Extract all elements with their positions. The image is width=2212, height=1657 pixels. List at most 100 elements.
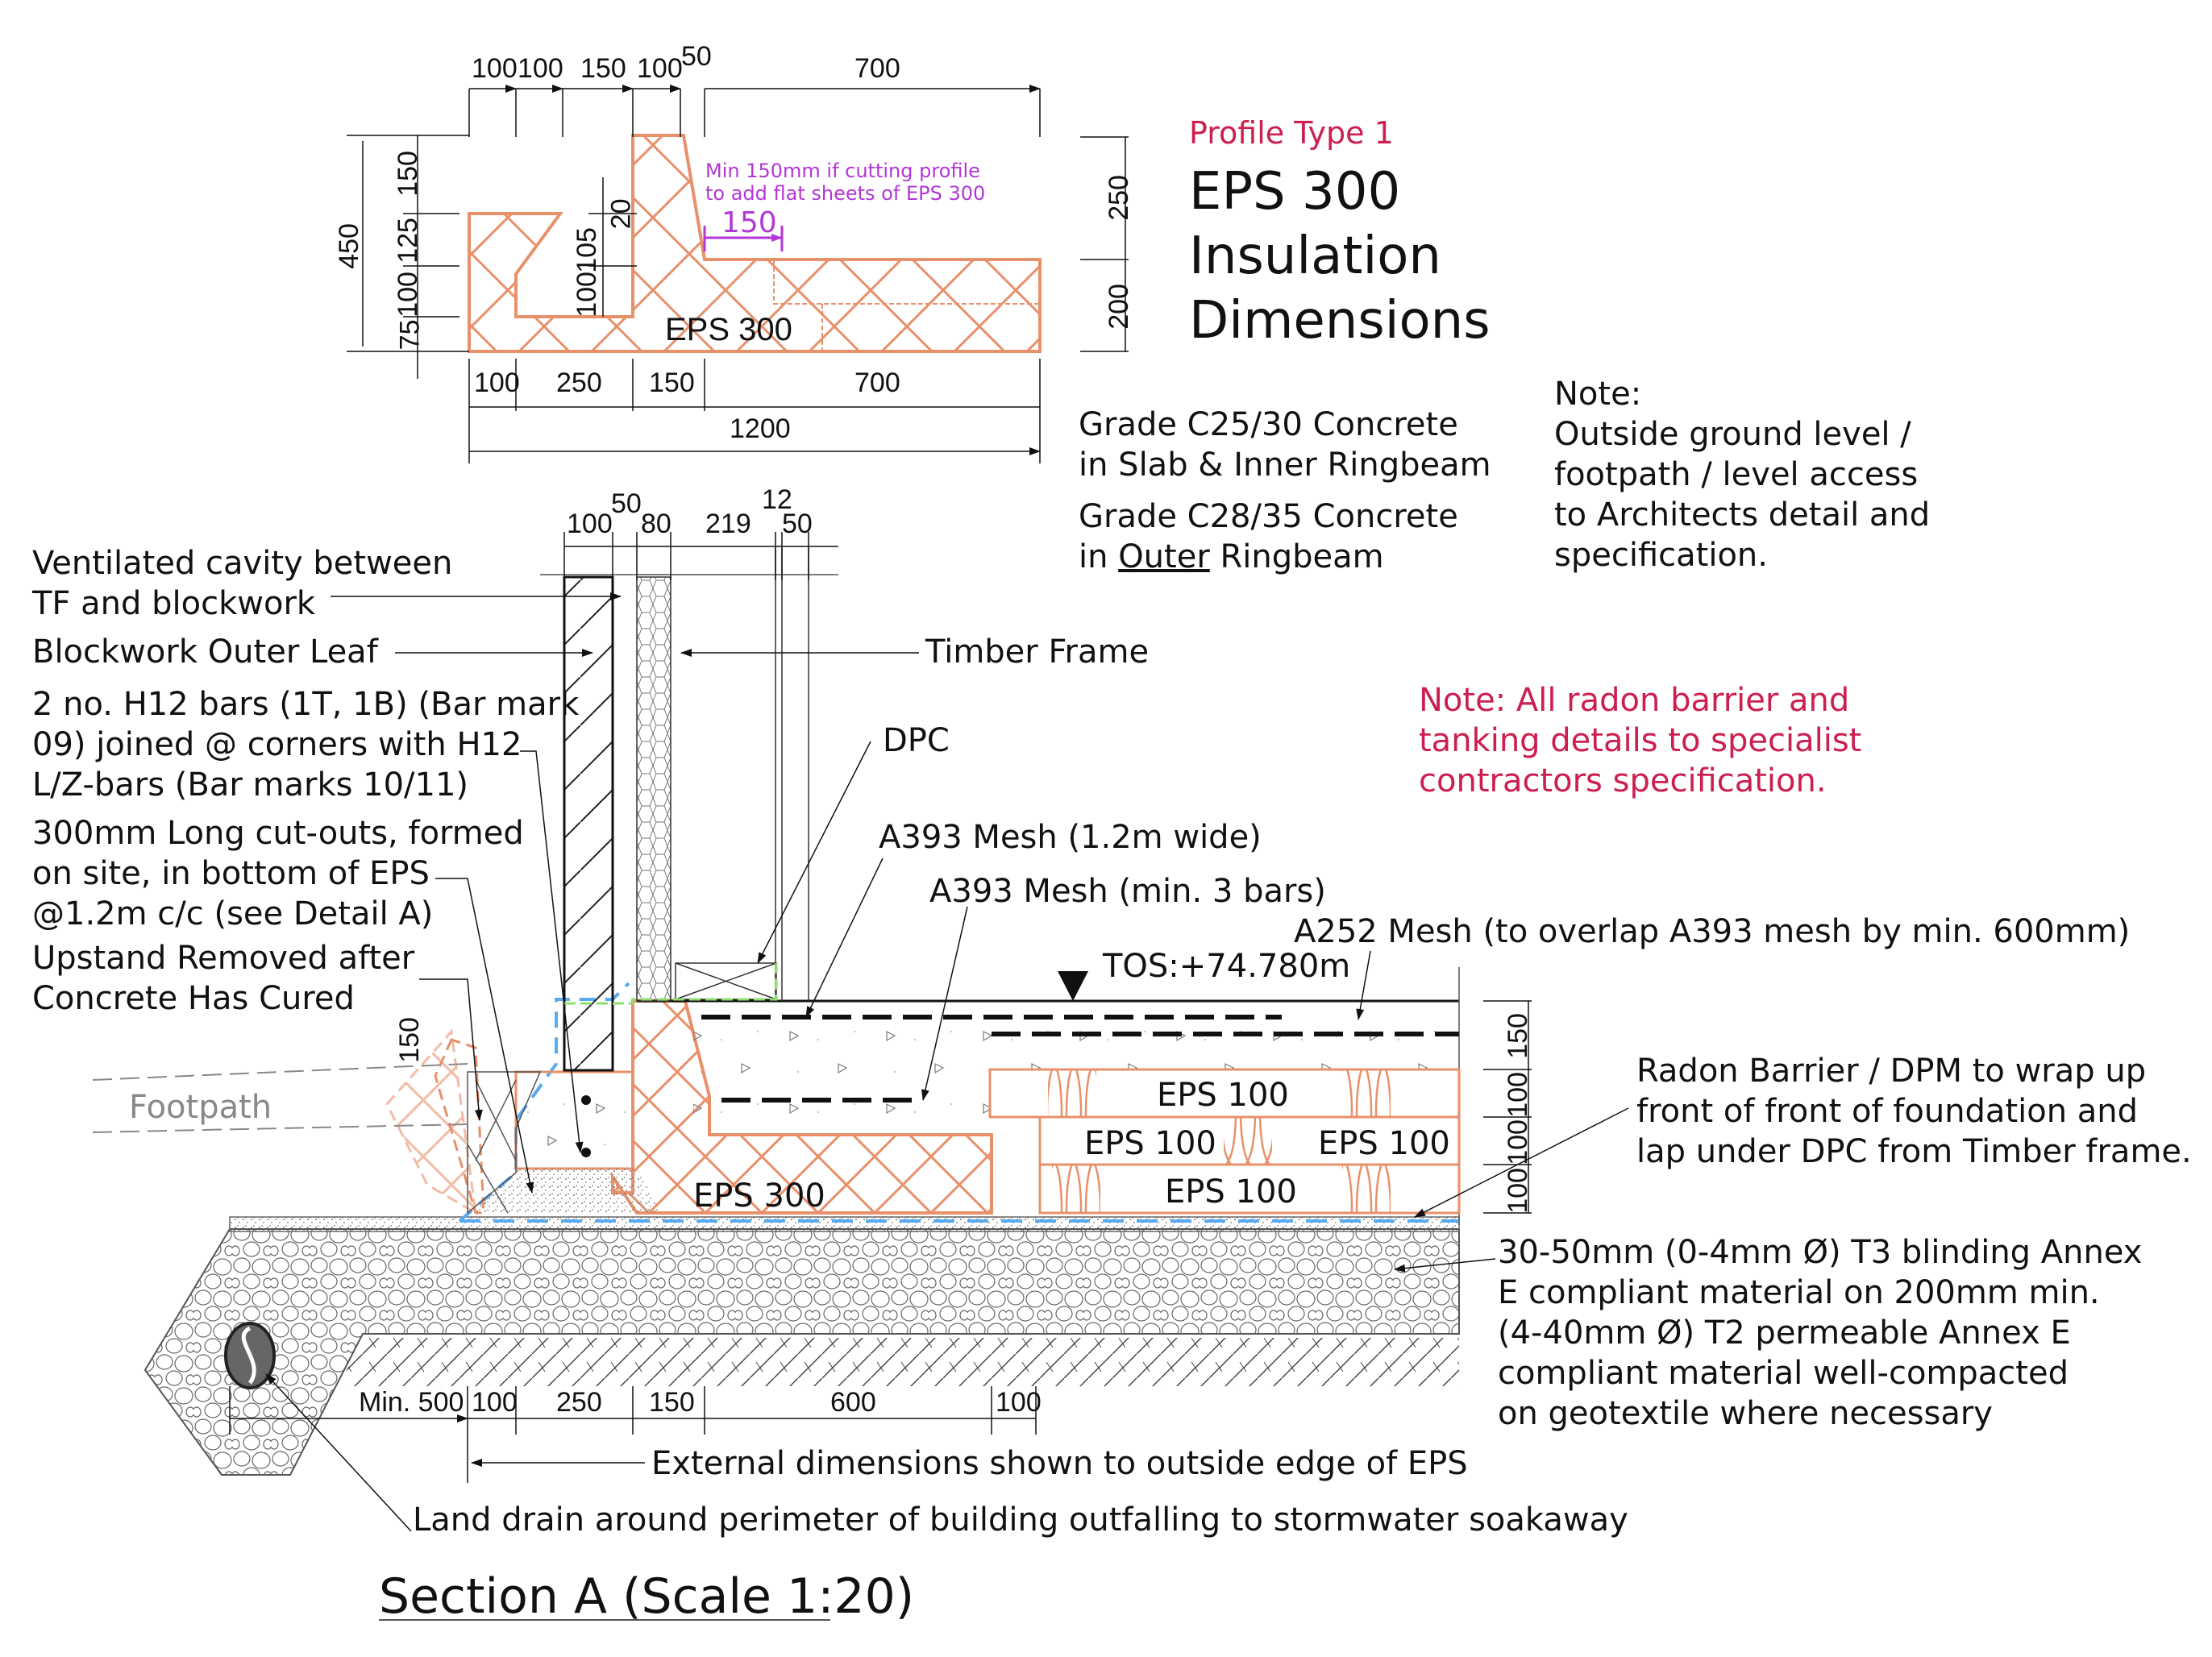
tos-level-marker: [1058, 971, 1088, 1001]
profile-dim-top-3: 150: [580, 53, 626, 84]
wall-dim-4: 219: [705, 509, 751, 539]
wall-dim-5: 12: [762, 484, 792, 515]
slab-dim-1: 150: [1502, 1013, 1533, 1059]
upstand-label-1: Upstand Removed after: [32, 940, 415, 977]
bottom-dim-2: 100: [472, 1387, 518, 1418]
profile-purple-note-1: Min 150mm if cutting profile: [705, 160, 980, 182]
profile-purple-note-2: to add flat sheets of EPS 300: [705, 182, 986, 205]
profile-dim-bottom-3: 150: [649, 368, 695, 398]
blinding-label-2: E compliant material on 200mm min.: [1498, 1274, 2100, 1311]
profile-dim-inner-2: 105: [571, 227, 602, 273]
bottom-dim-5: 600: [830, 1387, 876, 1418]
external-dim-note: External dimensions shown to outside edg…: [651, 1445, 1468, 1482]
wall-dim-2: 50: [611, 488, 642, 519]
cutouts-label-1: 300mm Long cut-outs, formed: [32, 815, 524, 852]
profile-dim-left-3: 100: [392, 272, 423, 318]
concrete-note-4-suffix: Ringbeam: [1209, 538, 1384, 575]
slab-dim-2: 100: [1502, 1072, 1533, 1118]
mesh3-label: A252 Mesh (to overlap A393 mesh by min. …: [1294, 913, 2131, 950]
leader-lines: [265, 592, 1629, 1532]
profile-dim-overall: 1200: [730, 413, 791, 444]
profile-title-line-3: Dimensions: [1189, 291, 1491, 351]
footpath-label: Footpath: [129, 1089, 272, 1126]
blinding-label-3: (4-40mm Ø) T2 permeable Annex E: [1498, 1314, 2071, 1352]
radon-note-3: contractors specification.: [1419, 762, 1827, 799]
radon-note-2: tanking details to specialist: [1419, 722, 1862, 759]
ground-note-2: Outside ground level /: [1554, 416, 1911, 453]
cavity-label-2: TF and blockwork: [32, 585, 316, 622]
bars-label-1: 2 no. H12 bars (1T, 1B) (Bar mark: [32, 686, 580, 723]
removed-upstand: [434, 1038, 485, 1215]
profile-purple-dim: 150: [721, 206, 777, 239]
timber-frame-label: Timber Frame: [925, 633, 1150, 671]
wall-dim-3: 80: [641, 509, 672, 539]
concrete-note-3: Grade C28/35 Concrete: [1079, 498, 1458, 535]
profile-dim-top-1: 100: [472, 53, 518, 84]
eps100-label-4: EPS 100: [1165, 1173, 1297, 1211]
profile-dim-left-total: 450: [333, 223, 364, 269]
purple-dimension: [703, 226, 784, 251]
bottom-dim-4: 150: [649, 1387, 695, 1418]
upstand-label-2: Concrete Has Cured: [32, 980, 355, 1017]
section-eps300-label: EPS 300: [693, 1177, 825, 1215]
land-drain-label: Land drain around perimeter of building …: [413, 1501, 1628, 1539]
dpc-line: [564, 963, 778, 1005]
eps100-label-1: EPS 100: [1157, 1077, 1289, 1114]
bottom-dim-3: 250: [556, 1387, 602, 1418]
outer-ringbeam-concrete: [514, 1070, 634, 1170]
rebar-bottom: [581, 1148, 591, 1157]
rebar-top: [581, 1095, 591, 1105]
profile-dim-top-6: 700: [854, 53, 900, 84]
eps100-layers: [988, 1068, 1461, 1215]
wall-dimension-lines: [563, 532, 838, 580]
profile-dim-right-1: 250: [1103, 175, 1134, 221]
section-title: Section A (Scale 1:20): [379, 1568, 915, 1625]
profile-dim-left-2: 125: [392, 218, 423, 264]
profile-dim-bottom-1: 100: [474, 368, 520, 398]
profile-subtitle: Profile Type 1: [1189, 115, 1394, 151]
profile-dimension-lines: [347, 85, 1129, 463]
blinding-label-4: compliant material well-compacted: [1498, 1355, 2069, 1392]
land-drain-pipe: [224, 1322, 276, 1389]
profile-dim-top-2: 100: [518, 53, 563, 84]
radon-barrier-label-2: front of front of foundation and: [1636, 1093, 2139, 1130]
blinding-label-5: on geotextile where necessary: [1498, 1395, 1993, 1432]
bars-label-3: L/Z-bars (Bar marks 10/11): [32, 766, 469, 804]
bottom-dim-6: 100: [996, 1387, 1042, 1418]
profile-dim-inner-1: 20: [605, 198, 637, 230]
mesh2-label: A393 Mesh (min. 3 bars): [929, 873, 1326, 910]
cavity-label-1: Ventilated cavity between: [32, 545, 453, 582]
bars-label-2: 09) joined @ corners with H12: [32, 726, 522, 763]
hardcore-layer: [143, 1216, 1460, 1476]
cutouts-label-3: @1.2m c/c (see Detail A): [32, 895, 434, 932]
slab-dimension-lines: [1483, 1000, 1532, 1214]
mesh1-label: A393 Mesh (1.2m wide): [879, 819, 1262, 856]
tos-label: TOS:+74.780m: [1103, 948, 1351, 985]
bottom-dim-1: Min. 500: [359, 1387, 464, 1418]
wall-dim-1: 100: [567, 509, 613, 539]
eps100-label-2: EPS 100: [1084, 1125, 1216, 1162]
blockwork-outer-leaf: [563, 575, 614, 1072]
concrete-note-1: Grade C25/30 Concrete: [1079, 406, 1458, 443]
cutouts-label-2: on site, in bottom of EPS: [32, 855, 430, 892]
sole-plate: [675, 962, 777, 1000]
profile-title-line-2: Insulation: [1189, 226, 1441, 286]
profile-dim-left-1: 150: [392, 151, 423, 197]
blinding-gravel: [468, 1169, 661, 1213]
concrete-note-4-prefix: in: [1079, 538, 1119, 575]
upstand-dim: 150: [393, 1017, 425, 1063]
timber-frame-insulation: [636, 576, 672, 1002]
profile-dim-inner-3: 100: [571, 272, 602, 318]
profile-dim-bottom-4: 700: [854, 368, 900, 398]
ground-note-5: specification.: [1554, 537, 1768, 574]
dpc-label: DPC: [883, 722, 950, 759]
blinding-label-1: 30-50mm (0-4mm Ø) T3 blinding Annex: [1498, 1234, 2143, 1271]
profile-eps300-shape: [468, 134, 1042, 353]
radon-note-1: Note: All radon barrier and: [1419, 682, 1850, 719]
concrete-note-4-underlined: Outer: [1118, 538, 1210, 575]
profile-title-line-1: EPS 300: [1189, 162, 1401, 222]
blockwork-label: Blockwork Outer Leaf: [32, 633, 378, 671]
bottom-dimension-lines: [229, 1386, 1037, 1483]
concrete-note-4: in Outer Ringbeam: [1079, 538, 1384, 576]
